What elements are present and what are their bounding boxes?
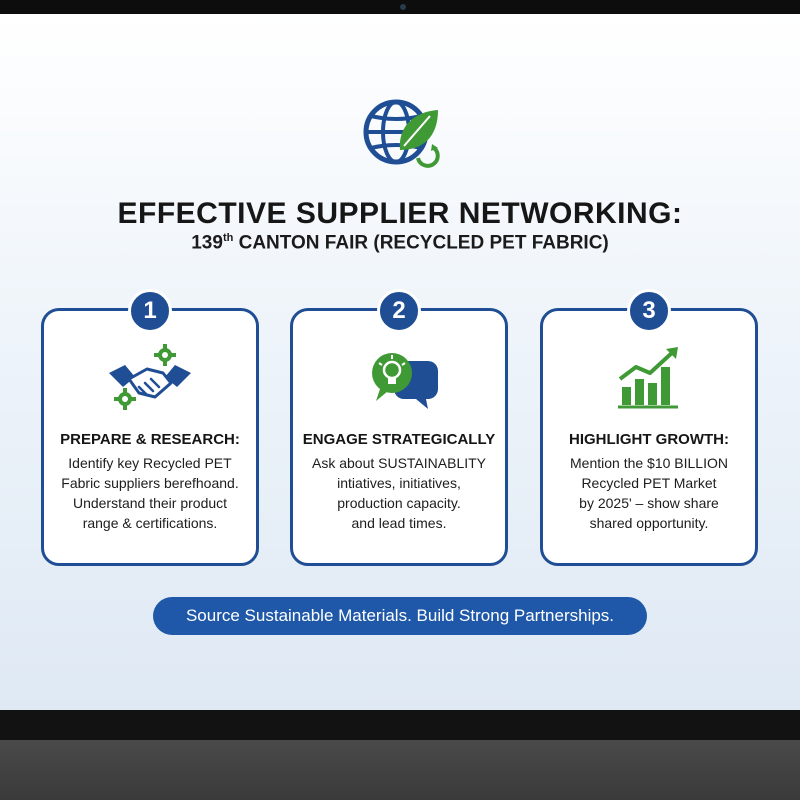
page-subtitle: 139th CANTON FAIR (RECYCLED PET FABRIC) bbox=[0, 232, 800, 254]
globe-leaf-recycle-icon bbox=[363, 99, 440, 168]
card-body-line: Ask about SUSTAINABLITY bbox=[311, 455, 487, 471]
growth-chart-icon bbox=[618, 347, 678, 409]
subtitle-rest: CANTON FAIR (RECYCLED PET FABRIC) bbox=[233, 232, 609, 254]
tagline-banner: Source Sustainable Materials. Build Stro… bbox=[153, 597, 647, 635]
card-body-line: range & certifications. bbox=[82, 515, 218, 531]
card-engage-strategically: 2 ENGAGE STRATEGICALLY Ask about SUSTAIN… bbox=[290, 289, 508, 566]
card-highlight-growth: 3 HIGHLIGHT GROWTH: Mention the $10 BILL… bbox=[540, 289, 758, 566]
subtitle-ordinal: th bbox=[222, 232, 234, 244]
page-title: EFFECTIVE SUPPLIER NETWORKING: bbox=[117, 197, 683, 230]
card-body-line: production capacity. bbox=[337, 495, 461, 511]
card-body-line: shared opportunity. bbox=[589, 515, 709, 531]
card-body-line: Identify key Recycled PET bbox=[68, 455, 232, 471]
monitor-bezel-top bbox=[0, 0, 800, 14]
webcam-icon bbox=[400, 4, 406, 10]
card-body: Ask about SUSTAINABLITY intiatives, init… bbox=[303, 453, 495, 533]
slide-screen: EFFECTIVE SUPPLIER NETWORKING: 139th CAN… bbox=[0, 14, 800, 710]
card-body: Mention the $10 BILLION Recycled PET Mar… bbox=[553, 453, 745, 533]
card-body-line: by 2025' – show share bbox=[579, 495, 719, 511]
card-body-line: Recycled PET Market bbox=[581, 475, 717, 491]
card-body-line: Mention the $10 BILLION bbox=[570, 455, 728, 471]
card-body-line: Fabric suppliers berefhoand. bbox=[61, 475, 239, 491]
step-badge: 1 bbox=[128, 289, 172, 333]
handshake-gears-icon bbox=[109, 344, 191, 410]
card-title: PREPARE & RESEARCH: bbox=[60, 431, 240, 448]
monitor-bezel-bottom bbox=[0, 710, 800, 740]
card-title: HIGHLIGHT GROWTH: bbox=[569, 431, 729, 448]
subtitle-number: 139 bbox=[191, 232, 223, 254]
card-prepare-research: 1 PREPARE & RESEARCH: Identify key Recyc… bbox=[41, 289, 259, 566]
card-body: Identify key Recycled PET Fabric supplie… bbox=[54, 453, 246, 533]
card-body-line: Understand their product bbox=[72, 495, 228, 511]
card-body-line: and lead times. bbox=[351, 515, 447, 531]
step-badge: 2 bbox=[377, 289, 421, 333]
desk-surface bbox=[0, 740, 800, 800]
step-badge: 3 bbox=[627, 289, 671, 333]
card-title: ENGAGE STRATEGICALLY bbox=[302, 431, 496, 448]
lightbulb-chat-icon bbox=[372, 353, 438, 409]
card-body-line: intiatives, initiatives, bbox=[337, 475, 461, 491]
